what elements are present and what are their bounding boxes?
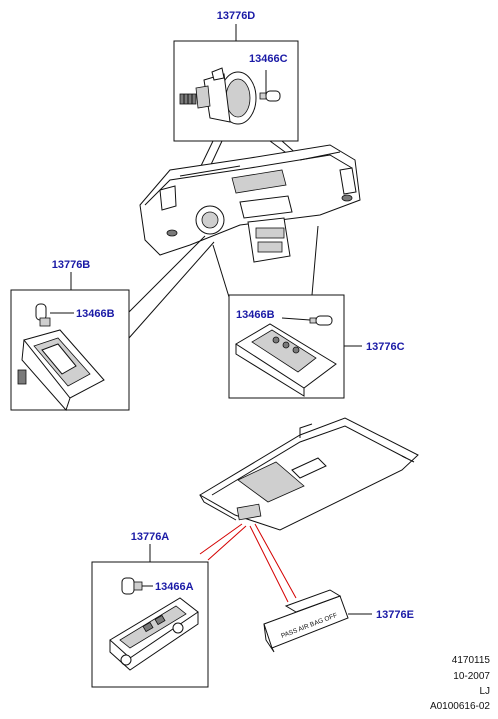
callout-13466c: 13466C: [249, 53, 288, 65]
dashboard-illustration: [139, 144, 361, 263]
lamp-housing-13776b: [17, 329, 105, 411]
callout-13776d: 13776D: [217, 10, 256, 22]
drawing-date: 10-2007: [453, 671, 490, 682]
detail-box-13776d: 13776D 13466C: [169, 10, 351, 236]
bulb-13466b-left: [35, 303, 51, 327]
lamp-housing-13776c: [235, 323, 337, 397]
callout-13776e: 13776E: [376, 609, 414, 621]
lamp-housing-13776d: [179, 67, 257, 125]
headliner-illustration: [199, 417, 419, 531]
callout-13466b-right: 13466B: [236, 309, 275, 321]
lamp-housing-13776a: [109, 597, 199, 671]
callout-13776b: 13776B: [52, 259, 91, 271]
drawing-number: 4170115: [451, 655, 490, 666]
drawing-reference: A0100616-02: [429, 701, 490, 712]
detail-box-13776c: 13466B 13776C: [212, 225, 405, 399]
bulb-13466b-right: [309, 315, 333, 326]
red-leaders: [199, 523, 297, 603]
callout-13776a: 13776A: [131, 531, 170, 543]
callout-13466a: 13466A: [155, 581, 194, 593]
callout-13466b-left: 13466B: [76, 308, 115, 320]
drawing-initials: LJ: [479, 686, 490, 697]
callout-13776c: 13776C: [366, 341, 405, 353]
detail-box-13776b: 13776B 13466B: [10, 235, 215, 411]
detail-box-13776a: 13776A 13466A: [91, 531, 209, 688]
bulb-13466c: [259, 90, 281, 102]
